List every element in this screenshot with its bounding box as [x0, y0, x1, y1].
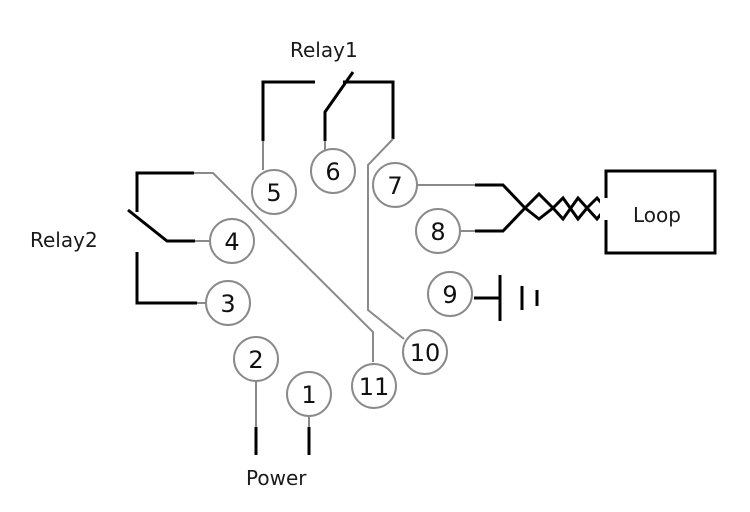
relay2-label: Relay2	[30, 228, 98, 252]
svg-text:7: 7	[387, 172, 402, 200]
terminal-3[interactable]: 3	[205, 280, 251, 326]
svg-text:9: 9	[442, 281, 457, 309]
twisted-pair	[475, 183, 608, 233]
terminal-10[interactable]: 10	[402, 329, 448, 375]
terminal-7[interactable]: 7	[372, 162, 418, 208]
svg-text:6: 6	[325, 158, 340, 186]
svg-text:3: 3	[220, 290, 235, 318]
terminal-5[interactable]: 5	[251, 169, 297, 215]
wire-7-to-10	[367, 138, 405, 340]
svg-text:10: 10	[410, 339, 441, 367]
terminal-1[interactable]: 1	[286, 371, 332, 417]
terminal-11[interactable]: 11	[351, 363, 397, 409]
power-label: Power	[246, 466, 307, 490]
terminal-9[interactable]: 9	[427, 271, 473, 317]
loop-label: Loop	[633, 203, 681, 227]
svg-text:8: 8	[430, 218, 445, 246]
relay1-contacts	[261, 71, 395, 141]
ground-symbol-icon	[474, 275, 539, 321]
terminal-8[interactable]: 8	[415, 208, 461, 254]
svg-text:4: 4	[224, 228, 239, 256]
terminal-4[interactable]: 4	[209, 218, 255, 264]
relay1-label: Relay1	[290, 38, 358, 62]
svg-text:11: 11	[359, 373, 390, 401]
svg-text:5: 5	[266, 179, 281, 207]
svg-text:2: 2	[248, 346, 263, 374]
loop-box-gap	[600, 198, 609, 220]
svg-text:1: 1	[301, 381, 316, 409]
terminal-6[interactable]: 6	[310, 148, 356, 194]
relay2-contacts	[127, 171, 197, 305]
terminal-2[interactable]: 2	[233, 336, 279, 382]
wire-relay2-to-11	[194, 172, 374, 362]
